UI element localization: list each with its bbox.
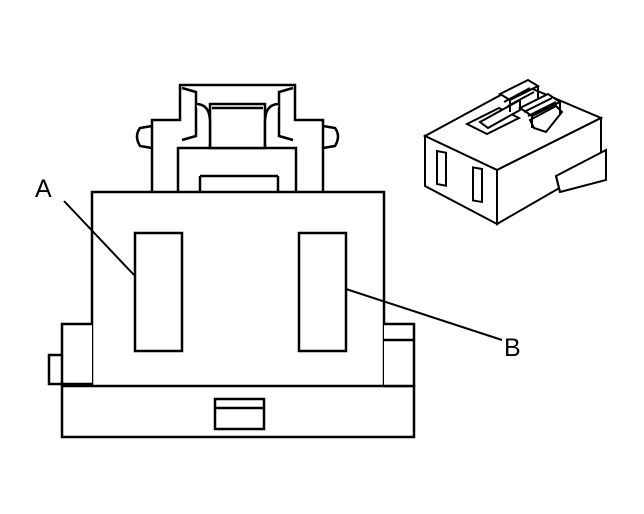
terminal-cavity-a xyxy=(133,231,184,353)
iso-cavity-left xyxy=(436,149,447,187)
iso-latch-fin-3 xyxy=(528,104,564,134)
right-side-tab xyxy=(322,124,340,150)
left-side-ear xyxy=(47,322,92,386)
callout-b-label: B xyxy=(504,334,521,362)
left-side-tab xyxy=(135,124,153,150)
iso-cavity-right xyxy=(472,166,483,204)
latch-inner-curve-right xyxy=(263,102,280,148)
iso-latch-ribs xyxy=(503,87,557,117)
callout-a-label: A xyxy=(35,175,52,203)
latch-collar xyxy=(176,146,298,196)
latch-top-frame-right xyxy=(277,86,294,142)
connector-front-view xyxy=(47,83,416,439)
terminal-cavity-b xyxy=(297,231,348,353)
latch-inner-curve-left xyxy=(195,102,212,148)
latch-center-slot xyxy=(208,102,267,150)
latch-top-frame xyxy=(181,86,198,142)
connector-iso-view xyxy=(422,78,607,226)
callout-a-leader xyxy=(63,200,135,276)
callout-b-leader xyxy=(345,288,503,341)
iso-wedge-edge xyxy=(555,175,561,193)
right-side-ear xyxy=(384,322,416,388)
bottom-lock-window xyxy=(213,397,266,431)
